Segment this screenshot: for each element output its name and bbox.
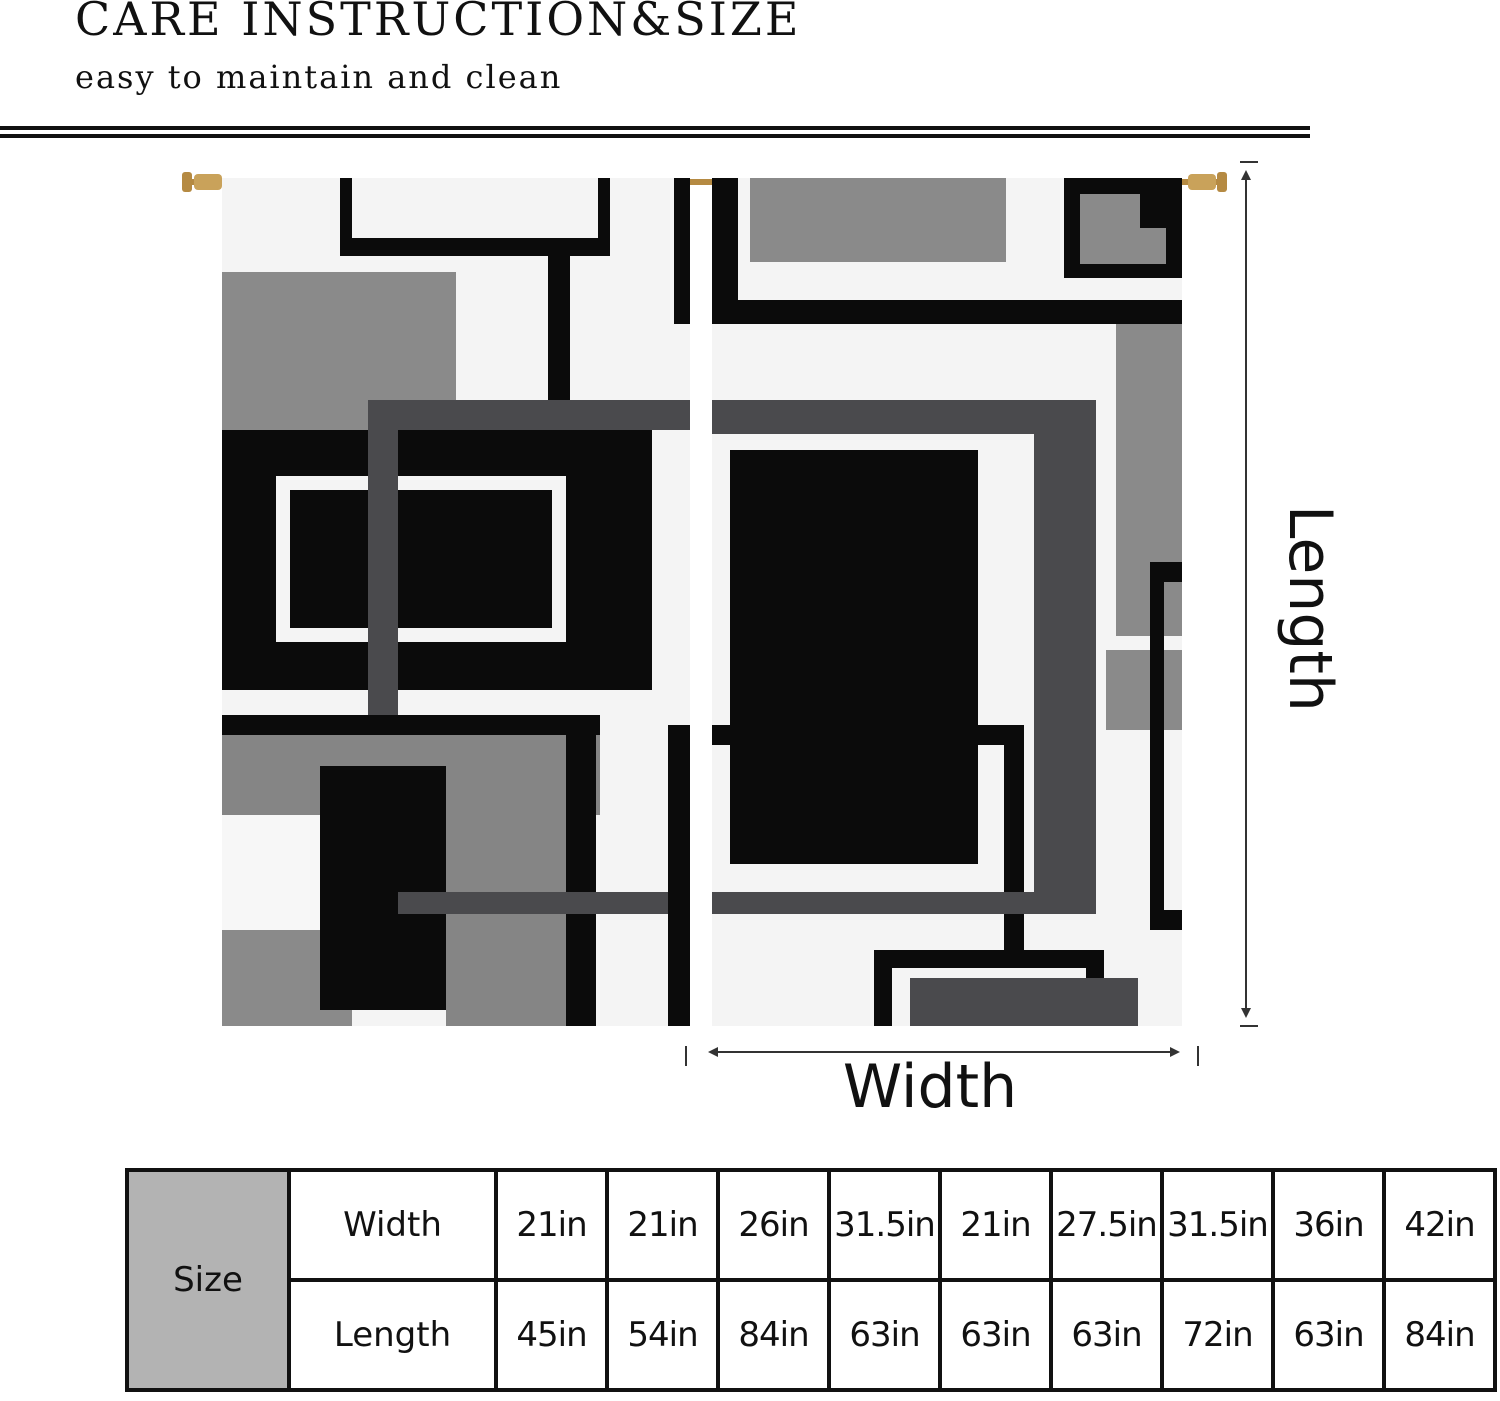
table-row-width: Size Width 21in 21in 26in 31.5in 21in 27…: [125, 1168, 1497, 1392]
table-cell: 36in: [1271, 1168, 1386, 1282]
table-cell: 31.5in: [827, 1168, 942, 1282]
table-row-length: Length 45in 54in 84in 63in 63in 63in 72i…: [127, 1278, 1497, 1392]
table-cell: 63in: [1271, 1278, 1386, 1392]
curtain-illustration: [182, 161, 1258, 1066]
page-title: CARE INSTRUCTION&SIZE: [75, 0, 802, 46]
table-cell: 84in: [716, 1278, 831, 1392]
table-cell: 63in: [1049, 1278, 1164, 1392]
table-cell: 54in: [605, 1278, 720, 1392]
width-dimension-line: [685, 1046, 1199, 1066]
divider-bottom: [0, 134, 1310, 138]
width-row-header: Width: [287, 1168, 498, 1282]
table-cell: 21in: [938, 1168, 1053, 1282]
table-cell: 31.5in: [1160, 1168, 1275, 1282]
size-header-cell: Size: [125, 1168, 291, 1392]
size-table: Size Width 21in 21in 26in 31.5in 21in 27…: [125, 1168, 1497, 1392]
divider-top: [0, 126, 1310, 130]
curtain-rod: [182, 172, 1227, 192]
table-cell: 21in: [605, 1168, 720, 1282]
length-dimension-line: [1240, 161, 1258, 1027]
table-cell: 84in: [1382, 1278, 1497, 1392]
table-cell: 72in: [1160, 1278, 1275, 1392]
table-cell: 21in: [494, 1168, 609, 1282]
table-cell: 42in: [1382, 1168, 1497, 1282]
table-cell: 45in: [494, 1278, 609, 1392]
page-subtitle: easy to maintain and clean: [75, 58, 563, 96]
left-curtain-panel: [222, 178, 690, 1026]
table-cell: 63in: [827, 1278, 942, 1392]
length-label: Length: [1275, 505, 1345, 712]
table-cell: 27.5in: [1049, 1168, 1164, 1282]
length-row-header: Length: [287, 1278, 498, 1392]
right-curtain-panel: [712, 178, 1182, 1026]
table-cell: 26in: [716, 1168, 831, 1282]
table-cell: 63in: [938, 1278, 1053, 1392]
width-label: Width: [842, 1052, 1018, 1122]
